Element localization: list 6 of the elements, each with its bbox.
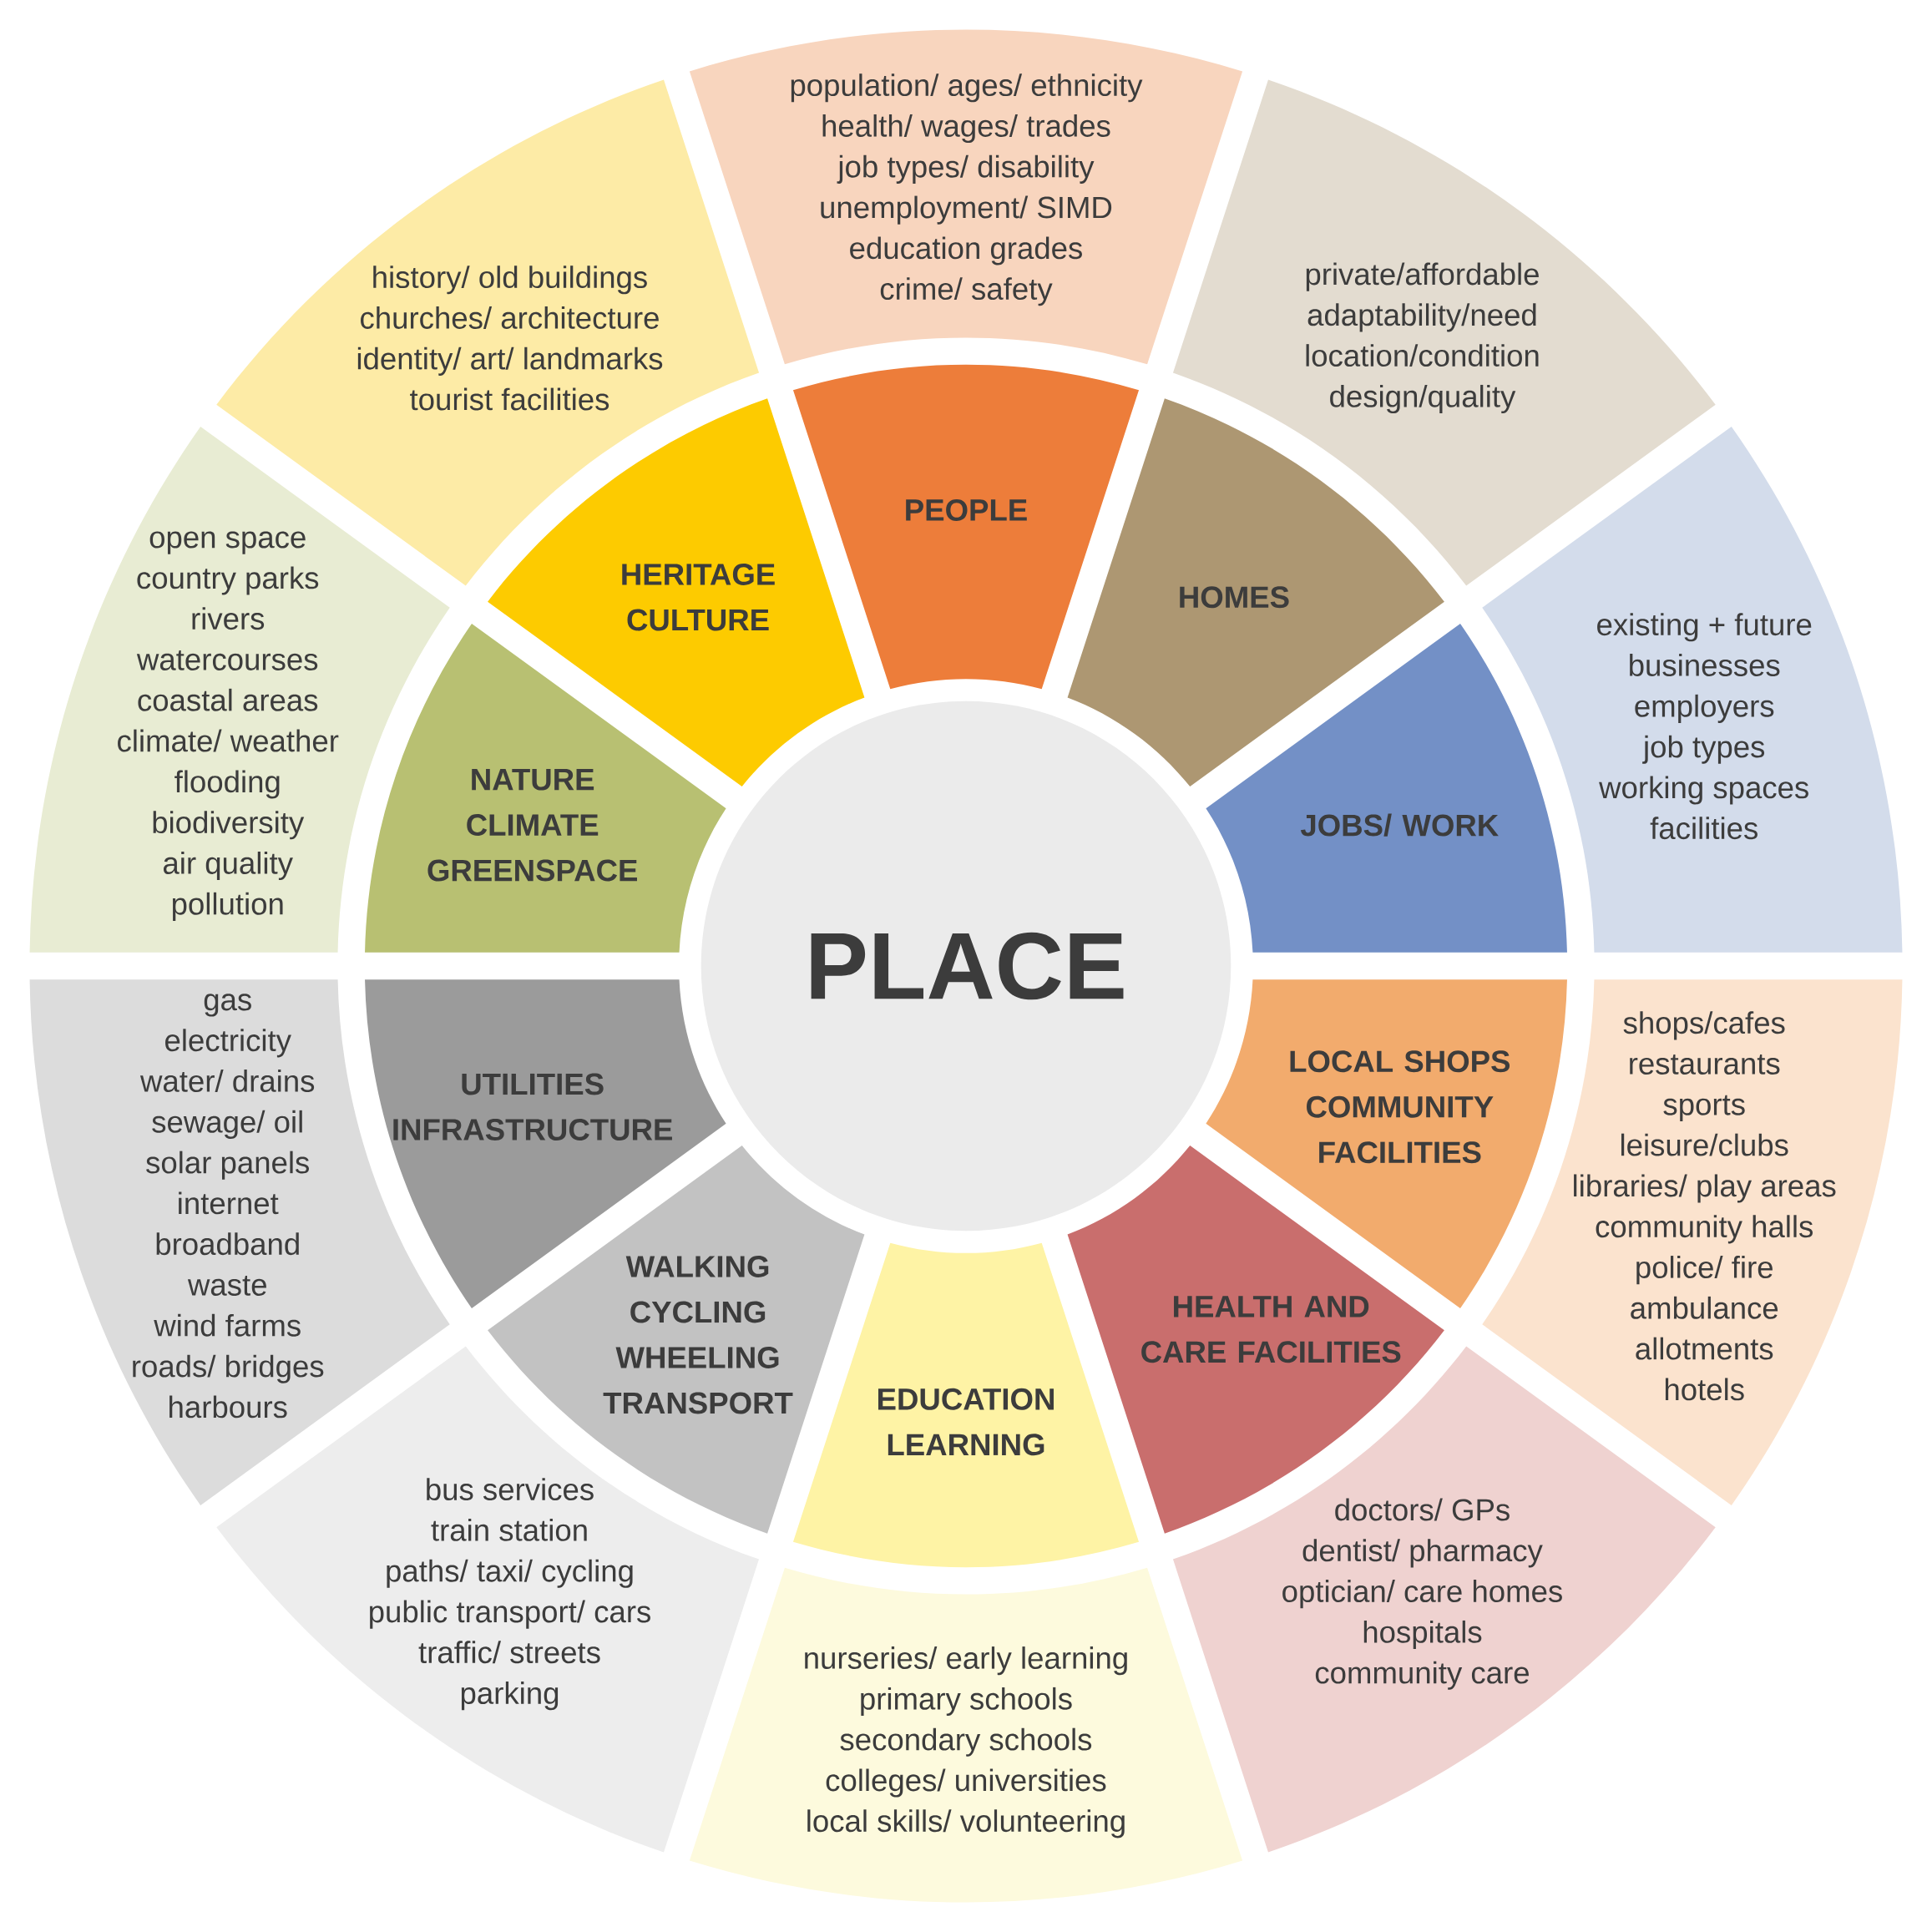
- inner-segment: JOBS/ WORK: [1206, 623, 1567, 953]
- outer-segment: population/ ages/ ethnicity health/ wages/ trades job types/ disability unemployment/ SIMD education grades crime/ safety: [689, 29, 1243, 365]
- outer-segment: private/affordable adaptability/need location/condition design/quality: [1172, 79, 1716, 586]
- inner-segment: PEOPLE: [792, 364, 1140, 690]
- inner-segment: EDUCATION LEARNING: [792, 1242, 1140, 1568]
- outer-segment: nurseries/ early learning primary schools secondary schools colleges/ universities local skills/ volunteering: [689, 1567, 1243, 1903]
